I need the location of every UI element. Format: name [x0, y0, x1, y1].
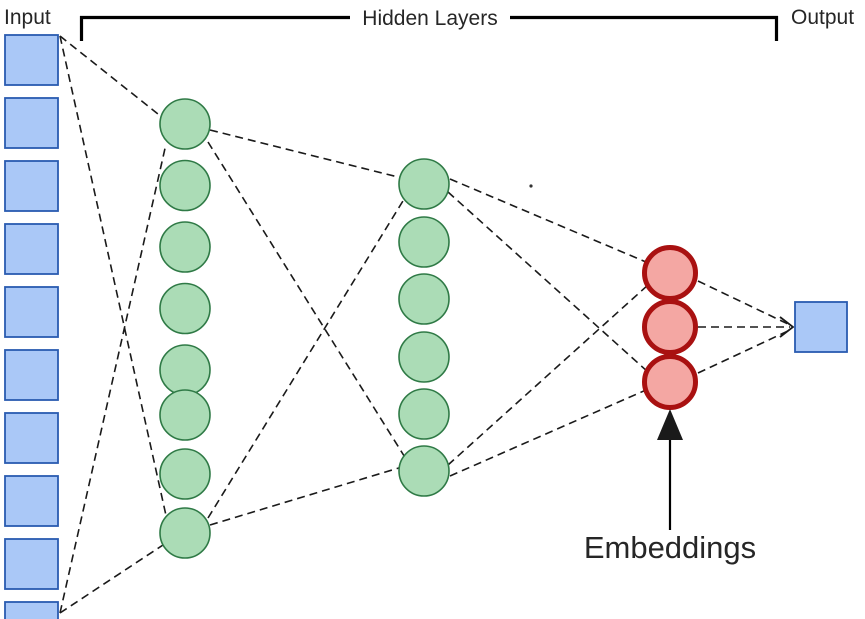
edges-input-to-hidden1 [59, 35, 168, 614]
output-arrowhead [779, 316, 795, 338]
hidden-node[interactable] [398, 331, 450, 383]
hidden-node[interactable] [159, 507, 211, 559]
edge-h2-top-to-emb-bottom [447, 191, 649, 373]
hidden-node[interactable] [159, 221, 211, 273]
edge-input-bottom-to-h1-top [59, 143, 167, 614]
edge-emb-bottom-to-output [697, 329, 791, 374]
edges-hidden2-to-embeddings [447, 178, 649, 477]
stray-dot-artifact [529, 184, 533, 188]
input-node[interactable] [4, 349, 59, 401]
hidden-node[interactable] [159, 159, 211, 212]
edges-hidden1-to-hidden2 [207, 129, 407, 526]
output-node[interactable] [794, 301, 848, 353]
hidden-node[interactable] [159, 98, 211, 150]
embedding-layer-nodes [642, 245, 698, 410]
embedding-node[interactable] [642, 354, 698, 410]
edge-h1-top-to-h2-bottom [207, 141, 407, 460]
input-node[interactable] [4, 538, 59, 590]
input-node[interactable] [4, 160, 59, 212]
edge-input-top-to-h1-top [59, 35, 164, 119]
input-node[interactable] [4, 97, 59, 149]
hidden-node[interactable] [398, 445, 450, 497]
input-layer-nodes [4, 34, 59, 619]
edge-h2-top-to-emb-top [449, 178, 647, 263]
hidden-node[interactable] [159, 344, 211, 396]
hidden-layers-label: Hidden Layers [362, 7, 497, 30]
input-node[interactable] [4, 223, 59, 275]
hidden-layers-bracket [79, 15, 779, 41]
hidden-node[interactable] [159, 389, 211, 441]
edge-h2-bottom-to-emb-bottom [449, 389, 647, 477]
edge-h1-bottom-to-h2-bottom [209, 466, 403, 526]
input-layer-label: Input [4, 6, 51, 29]
input-node[interactable] [4, 412, 59, 464]
embedding-node[interactable] [642, 245, 698, 301]
edge-input-top-to-h1-bottom [59, 35, 168, 521]
hidden-node[interactable] [398, 216, 450, 268]
hidden-node[interactable] [159, 282, 211, 335]
output-layer-label: Output [791, 6, 854, 29]
edge-h2-bottom-to-emb-top [447, 284, 649, 466]
input-node[interactable] [4, 34, 59, 86]
hidden-node[interactable] [159, 448, 211, 500]
input-node[interactable] [4, 601, 59, 619]
embeddings-label: Embeddings [584, 530, 756, 565]
embeddings-annotation: Embeddings [584, 409, 756, 565]
hidden-node[interactable] [398, 273, 450, 325]
edges-embeddings-to-output [697, 280, 795, 374]
edge-emb-top-to-output [697, 280, 791, 326]
edge-h1-bottom-to-h2-top [207, 195, 407, 519]
input-node[interactable] [4, 286, 59, 338]
edge-input-bottom-to-h1-bottom [59, 542, 167, 614]
edge-h1-top-to-h2-top [209, 129, 403, 179]
embedding-node[interactable] [642, 299, 698, 355]
hidden-node[interactable] [398, 388, 450, 440]
hidden-layer-2-nodes [398, 158, 450, 497]
input-node[interactable] [4, 475, 59, 527]
hidden-node[interactable] [398, 158, 450, 210]
embeddings-arrowhead [657, 409, 683, 440]
hidden-layer-1-nodes [159, 98, 211, 559]
